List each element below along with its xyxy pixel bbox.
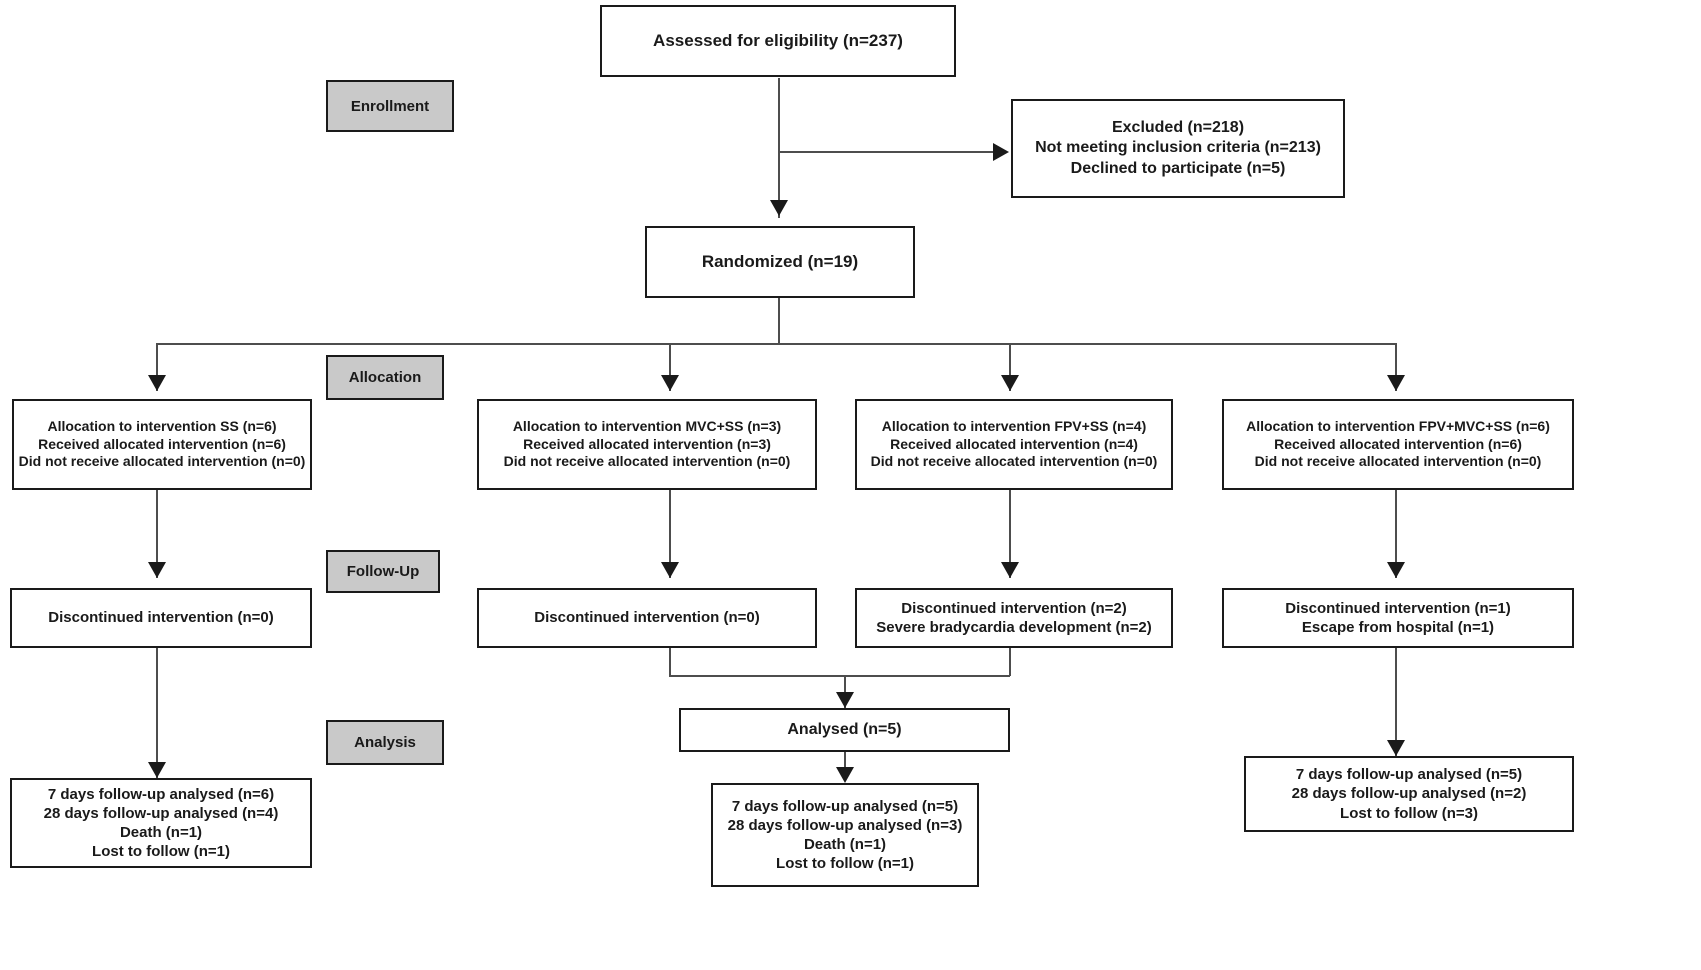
connector-followup-2-down: [669, 648, 671, 676]
allocation-ss-line-2: Received allocated intervention (n=6): [38, 435, 286, 452]
connector-allocation-3-to-followup: [1009, 490, 1011, 578]
analysis-fpv-mvc-ss-line-2: 28 days follow-up analysed (n=2): [1291, 785, 1527, 803]
connector-allocation-4-to-followup: [1395, 490, 1397, 578]
box-followup-fpv-ss: Discontinued intervention (n=2) Severe b…: [855, 588, 1173, 648]
connector-followup-3-down: [1009, 648, 1011, 676]
arrow-into-analysis-4: [1387, 740, 1405, 756]
box-excluded: Excluded (n=218) Not meeting inclusion c…: [1011, 99, 1345, 198]
box-analysed-pooled: Analysed (n=5): [679, 708, 1010, 752]
box-analysis-pooled-detail: 7 days follow-up analysed (n=5) 28 days …: [711, 783, 979, 887]
allocation-fpv-mvc-ss-line-2: Received allocated intervention (n=6): [1274, 435, 1522, 452]
box-analysis-fpv-mvc-ss: 7 days follow-up analysed (n=5) 28 days …: [1244, 756, 1574, 832]
connector-analysed-to-analysis-detail: [844, 740, 846, 780]
connector-bus-to-arm-2: [669, 343, 671, 391]
assessed-line-1: Assessed for eligibility (n=237): [653, 31, 903, 51]
followup-fpv-mvc-ss-line-1: Discontinued intervention (n=1): [1285, 599, 1511, 617]
arrow-into-allocation-1: [148, 375, 166, 391]
stage-label-allocation: Allocation: [326, 355, 444, 400]
allocation-fpv-mvc-ss-line-3: Did not receive allocated intervention (…: [1254, 453, 1542, 470]
arrow-into-analysed-pooled: [836, 692, 854, 708]
connector-pooled-merge-down: [844, 675, 846, 708]
arrow-into-analysis-pooled-detail: [836, 767, 854, 783]
arrow-into-followup-4: [1387, 562, 1405, 578]
arrow-into-analysis-1: [148, 762, 166, 778]
arrow-into-followup-3: [1001, 562, 1019, 578]
connector-allocation-2-to-followup: [669, 490, 671, 578]
stage-label-allocation-text: Allocation: [348, 369, 422, 386]
allocation-fpv-ss-line-3: Did not receive allocated intervention (…: [870, 453, 1158, 470]
allocation-mvc-ss-line-3: Did not receive allocated intervention (…: [503, 453, 791, 470]
box-allocation-fpv-ss: Allocation to intervention FPV+SS (n=4) …: [855, 399, 1173, 490]
analysis-ss-line-1: 7 days follow-up analysed (n=6): [47, 785, 275, 803]
allocation-fpv-mvc-ss-line-1: Allocation to intervention FPV+MVC+SS (n…: [1246, 417, 1550, 434]
connector-bus-to-arm-3: [1009, 343, 1011, 391]
arrow-into-allocation-4: [1387, 375, 1405, 391]
randomized-line-1: Randomized (n=19): [701, 252, 859, 272]
analysis-pooled-line-2: 28 days follow-up analysed (n=3): [727, 816, 963, 834]
analysis-fpv-mvc-ss-line-3: Lost to follow (n=3): [1340, 804, 1478, 822]
stage-label-followup-text: Follow-Up: [346, 563, 420, 580]
connector-allocation-bus: [156, 343, 1395, 345]
followup-mvc-ss-line-1: Discontinued intervention (n=0): [534, 609, 760, 627]
stage-label-analysis: Analysis: [326, 720, 444, 765]
allocation-mvc-ss-line-1: Allocation to intervention MVC+SS (n=3): [512, 417, 782, 434]
box-allocation-mvc-ss: Allocation to intervention MVC+SS (n=3) …: [477, 399, 817, 490]
allocation-fpv-ss-line-1: Allocation to intervention FPV+SS (n=4): [881, 417, 1147, 434]
box-followup-ss: Discontinued intervention (n=0): [10, 588, 312, 648]
connector-pooled-merge-bus: [669, 675, 1010, 677]
box-allocation-ss: Allocation to intervention SS (n=6) Rece…: [12, 399, 312, 490]
box-followup-mvc-ss: Discontinued intervention (n=0): [477, 588, 817, 648]
connector-followup-4-to-analysis: [1395, 648, 1397, 756]
analysis-ss-line-4: Lost to follow (n=1): [92, 843, 230, 861]
arrow-into-followup-2: [661, 562, 679, 578]
connector-bus-to-arm-1: [156, 343, 158, 391]
followup-fpv-ss-line-2: Severe bradycardia development (n=2): [876, 619, 1152, 636]
stage-label-enrollment: Enrollment: [326, 80, 454, 132]
box-assessed-for-eligibility: Assessed for eligibility (n=237): [600, 5, 956, 77]
allocation-fpv-ss-line-2: Received allocated intervention (n=4): [890, 435, 1138, 452]
connector-randomized-down: [778, 298, 780, 344]
connector-assessed-to-excluded: [778, 151, 993, 153]
followup-ss-line-1: Discontinued intervention (n=0): [48, 609, 274, 627]
allocation-mvc-ss-line-2: Received allocated intervention (n=3): [523, 435, 771, 452]
analysed-pooled-line-1: Analysed (n=5): [787, 720, 902, 738]
followup-fpv-ss-line-1: Discontinued intervention (n=2): [901, 599, 1127, 617]
excluded-line-2: Not meeting inclusion criteria (n=213): [1035, 139, 1321, 157]
followup-fpv-mvc-ss-line-2: Escape from hospital (n=1): [1301, 619, 1495, 636]
analysis-pooled-line-1: 7 days follow-up analysed (n=5): [731, 797, 959, 815]
arrow-into-followup-1: [148, 562, 166, 578]
stage-label-analysis-text: Analysis: [354, 734, 416, 751]
connector-assessed-to-randomized: [778, 78, 780, 218]
arrow-into-randomized: [770, 200, 788, 216]
analysis-ss-line-3: Death (n=1): [119, 824, 203, 841]
box-allocation-fpv-mvc-ss: Allocation to intervention FPV+MVC+SS (n…: [1222, 399, 1574, 490]
connector-allocation-1-to-followup: [156, 490, 158, 578]
arrow-into-allocation-2: [661, 375, 679, 391]
connector-bus-to-arm-4: [1395, 343, 1397, 391]
arrow-into-excluded: [993, 143, 1009, 161]
box-analysis-ss: 7 days follow-up analysed (n=6) 28 days …: [10, 778, 312, 868]
box-randomized: Randomized (n=19): [645, 226, 915, 298]
analysis-ss-line-2: 28 days follow-up analysed (n=4): [43, 804, 279, 822]
analysis-pooled-line-4: Lost to follow (n=1): [776, 855, 914, 873]
arrow-into-allocation-3: [1001, 375, 1019, 391]
analysis-pooled-line-3: Death (n=1): [803, 836, 887, 853]
allocation-ss-line-1: Allocation to intervention SS (n=6): [47, 417, 277, 434]
stage-label-followup: Follow-Up: [326, 550, 440, 593]
excluded-line-3: Declined to participate (n=5): [1070, 159, 1286, 177]
analysis-fpv-mvc-ss-line-1: 7 days follow-up analysed (n=5): [1295, 766, 1523, 784]
allocation-ss-line-3: Did not receive allocated intervention (…: [18, 453, 306, 470]
connector-followup-1-to-analysis: [156, 648, 158, 778]
box-followup-fpv-mvc-ss: Discontinued intervention (n=1) Escape f…: [1222, 588, 1574, 648]
stage-label-enrollment-text: Enrollment: [350, 97, 430, 115]
excluded-line-1: Excluded (n=218): [1111, 118, 1245, 136]
